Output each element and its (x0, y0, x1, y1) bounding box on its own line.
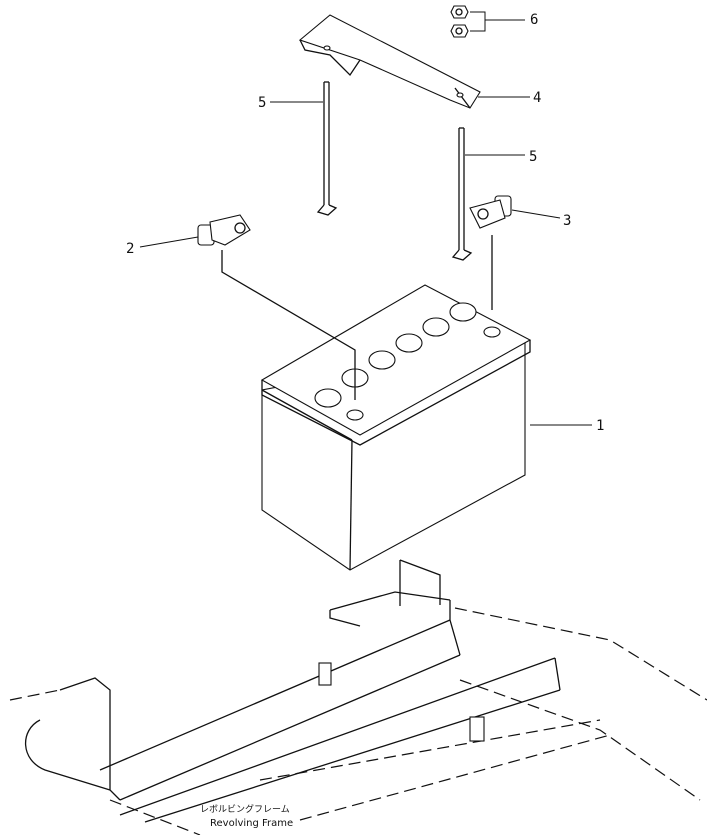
negative-terminal (346, 409, 364, 421)
terminal-clamp-negative (197, 214, 356, 400)
j-bolt-left (316, 81, 338, 216)
callout-5-left: 5 (258, 95, 266, 111)
leader-6 (470, 11, 525, 32)
j-bolt-right (451, 127, 473, 261)
callout-leaders (139, 11, 592, 426)
leader-3 (511, 209, 561, 219)
callout-1: 1 (596, 418, 604, 434)
callout-5-right: 5 (529, 149, 537, 165)
positive-terminal (483, 326, 501, 338)
callout-6: 6 (530, 12, 538, 28)
revolving-frame (9, 559, 707, 835)
terminal-clamp-positive (469, 195, 512, 310)
callout-2: 2 (126, 241, 134, 257)
frame-caption-english: Revolving Frame (210, 818, 293, 829)
nuts (450, 5, 469, 38)
hold-down-bracket (298, 14, 481, 109)
frame-caption-japanese: レボルビングフレーム (200, 803, 290, 815)
leader-2 (139, 236, 199, 248)
callout-4: 4 (533, 90, 541, 106)
battery (260, 284, 532, 571)
callout-3: 3 (563, 213, 571, 229)
cell-caps (314, 302, 477, 408)
